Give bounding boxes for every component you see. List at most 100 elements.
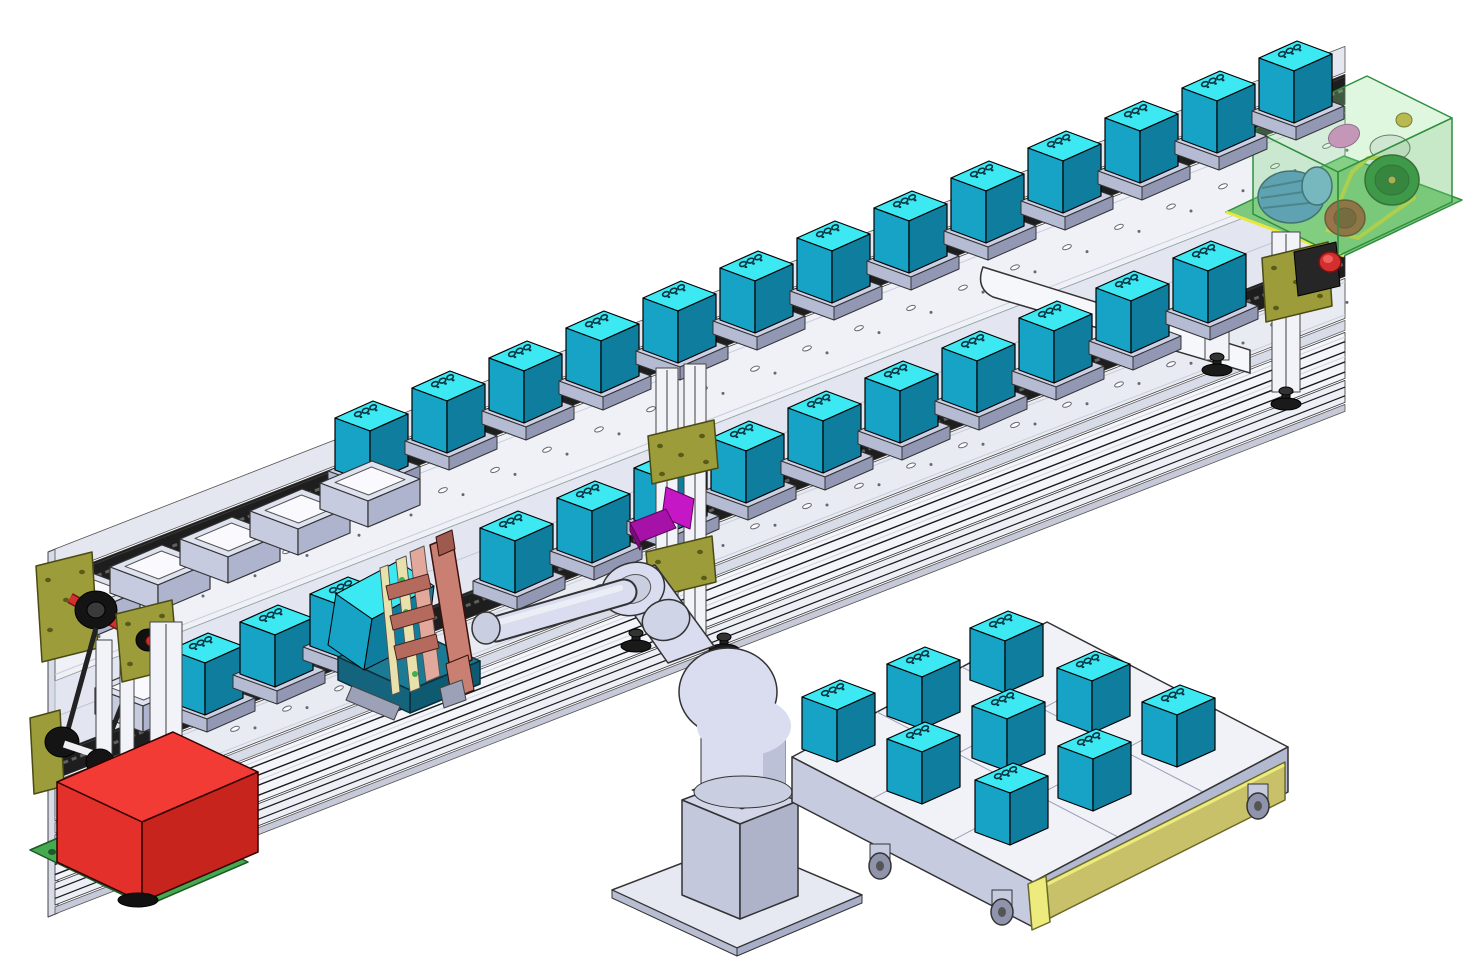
- box-top-marking: [905, 731, 914, 739]
- pallet-right: [747, 485, 797, 521]
- box-top-marking: [194, 647, 198, 651]
- box-top-marking: [1051, 312, 1054, 315]
- box-top-marking: [430, 380, 439, 388]
- empty-tray: [319, 460, 421, 528]
- lower-lane-box: [232, 604, 326, 705]
- box-top-marking: [988, 620, 997, 628]
- box-top-marking: [1076, 738, 1085, 746]
- suction-fitting: [412, 671, 418, 677]
- foot-nut: [1209, 352, 1225, 362]
- pallet-right: [978, 395, 1028, 431]
- gripper-fin-shape: [393, 633, 440, 661]
- box-top-marking: [1128, 282, 1131, 285]
- conveyor-lane1-box: [1020, 130, 1114, 231]
- box-right-face: [985, 173, 1025, 244]
- box-top-marking: [675, 292, 678, 295]
- box-top-marking: [904, 369, 908, 372]
- rail-pin-hole: [825, 503, 829, 507]
- motor-endcap: [1301, 166, 1333, 206]
- leveling-foot: [1270, 386, 1302, 411]
- conveyor-lane1-box: [558, 310, 652, 411]
- conveyor-lane2-box: [472, 510, 566, 611]
- box-top-marking: [1216, 74, 1225, 81]
- box-right-face: [921, 659, 961, 730]
- box-top-marking: [1045, 307, 1054, 314]
- box-top-marking: [1114, 280, 1123, 288]
- pallet-right: [516, 575, 566, 611]
- rail-slot-hole: [802, 345, 812, 352]
- box-top-marking: [506, 517, 515, 524]
- tray-right-face: [367, 478, 421, 528]
- gripper-fin: [389, 603, 436, 631]
- box-top-marking: [834, 691, 837, 694]
- box-top-marking: [820, 689, 829, 697]
- screw-hole: [63, 597, 69, 603]
- rail-pin-hole: [1241, 189, 1245, 193]
- box-top-marking: [1207, 244, 1216, 251]
- screw-hole: [79, 569, 85, 575]
- rail-slot-hole: [958, 284, 968, 291]
- rail-pin-hole: [1137, 381, 1141, 385]
- rail-pin-hole: [825, 351, 829, 355]
- pallet-right: [1218, 135, 1268, 171]
- box-top-marking: [514, 514, 523, 521]
- box-right-face: [822, 403, 862, 474]
- rail-slot-hole: [334, 685, 344, 692]
- robot-pedestal-right: [739, 800, 799, 920]
- box-top-marking: [1009, 619, 1013, 622]
- box-top-marking: [1091, 654, 1100, 661]
- box-top-marking: [1007, 774, 1010, 777]
- box-top-marking: [438, 377, 447, 384]
- box-top-marking: [735, 435, 739, 439]
- box-top-marking: [960, 340, 969, 348]
- rail-slot-hole: [750, 523, 760, 530]
- rail-pin-hole: [1137, 229, 1141, 233]
- box-top-marking: [328, 586, 337, 594]
- rail-slot-hole: [438, 487, 448, 494]
- box-top-marking: [1160, 694, 1169, 702]
- robot-floor-edge-shape: [736, 894, 863, 957]
- box-top-marking: [1137, 112, 1140, 115]
- conveyor-lane2-box: [1165, 240, 1259, 341]
- box-top-marking: [821, 235, 825, 239]
- rail-slot-hole: [1062, 244, 1072, 251]
- screw-hole: [701, 575, 707, 581]
- box-top-marking: [1002, 622, 1005, 625]
- rail-pin-hole: [305, 706, 309, 710]
- box-top-marking: [1205, 252, 1208, 255]
- rail-pin-hole: [929, 310, 933, 314]
- box-right-face: [1139, 113, 1179, 184]
- cart-box: [886, 646, 961, 730]
- box-top-marking: [575, 490, 584, 498]
- box-top-marking: [444, 382, 447, 385]
- box-top-marking: [605, 319, 609, 322]
- box-top-marking: [974, 342, 977, 345]
- box-top-marking: [367, 412, 370, 415]
- box-top-marking: [900, 197, 909, 204]
- box-top-marking: [975, 175, 979, 179]
- rail-pin-hole: [461, 493, 465, 497]
- gripper-foot-pad: [439, 679, 467, 709]
- box-top-marking: [361, 407, 370, 414]
- box-top-marking: [899, 364, 908, 371]
- rail-slot-hole: [1114, 223, 1124, 230]
- rail-slot-hole: [1010, 421, 1020, 429]
- box-top-marking: [272, 616, 275, 619]
- box-top-marking: [581, 495, 585, 499]
- suction-bar-shape: [379, 564, 401, 696]
- motor-fin: [1262, 201, 1319, 209]
- box-top-marking: [1166, 699, 1170, 703]
- box-top-marking: [913, 199, 917, 202]
- rail-slot-hole: [1166, 361, 1176, 368]
- rail-slot-hole: [802, 502, 812, 510]
- box-top-marking: [1046, 140, 1055, 148]
- box-right-face: [831, 233, 871, 304]
- rail-slot-hole: [1062, 401, 1072, 408]
- box-top-marking: [829, 232, 832, 235]
- box-top-marking: [1097, 737, 1101, 740]
- box-top-marking: [584, 320, 593, 328]
- box-top-marking: [446, 374, 455, 381]
- conveyor-lane1-box: [1097, 100, 1191, 201]
- box-top-marking: [996, 703, 1000, 707]
